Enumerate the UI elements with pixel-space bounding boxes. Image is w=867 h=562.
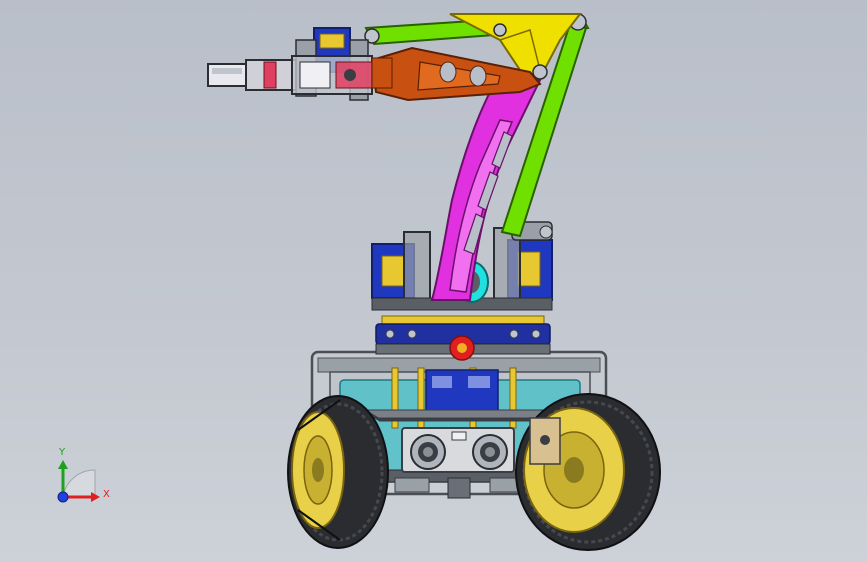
x-axis-arrowhead xyxy=(91,492,100,502)
triad-plane xyxy=(62,469,96,498)
turntable xyxy=(375,315,551,361)
left-wheel xyxy=(287,395,389,549)
y-axis-arrowhead xyxy=(58,460,68,469)
gripper xyxy=(207,55,393,95)
coordinate-triad: X Y xyxy=(57,447,110,503)
triangle-link xyxy=(449,13,583,80)
x-axis-label: X xyxy=(103,489,110,500)
rear-link xyxy=(370,46,542,102)
y-axis-label: Y xyxy=(58,447,66,458)
z-axis-dot xyxy=(57,491,69,503)
upper-arm xyxy=(430,72,542,301)
ultrasonic-sensor xyxy=(401,427,515,473)
right-wheel xyxy=(515,393,661,551)
